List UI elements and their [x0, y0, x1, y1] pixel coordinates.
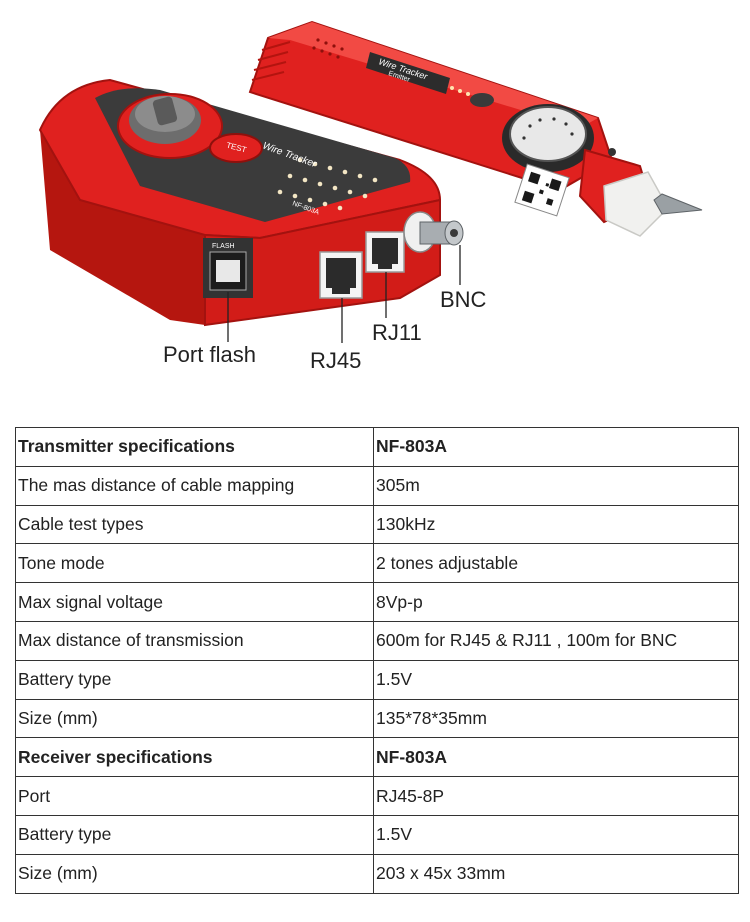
spec-label: Size (mm) — [15, 698, 374, 739]
specifications-table: Transmitter specifications NF-803A The m… — [15, 427, 739, 894]
callout-lines — [227, 245, 461, 343]
test-button: TEST — [209, 133, 263, 163]
probe-grip-ribs — [251, 41, 291, 81]
probe-brand-plate — [366, 52, 450, 94]
spec-value: 130kHz — [373, 504, 739, 545]
spec-label: Battery type — [15, 659, 374, 700]
callout-rj11: RJ11 — [372, 320, 422, 345]
spec-label: Tone mode — [15, 543, 374, 584]
spec-value: NF-803A — [373, 737, 739, 778]
table-row: Battery type 1.5V — [15, 814, 739, 855]
receiver-probe: Wire Tracker Emitter — [248, 20, 703, 237]
table-row: Max signal voltage 8Vp-p — [15, 582, 739, 622]
table-row: Tone mode 2 tones adjustable — [15, 543, 739, 584]
rj11-jack — [365, 231, 405, 273]
probe-leds — [450, 86, 470, 96]
spec-label: Cable test types — [15, 504, 374, 545]
spec-value: NF-803A — [373, 427, 739, 467]
table-row: Transmitter specifications NF-803A — [15, 427, 739, 467]
spec-value: RJ45-8P — [373, 776, 739, 816]
speaker-holes — [312, 38, 344, 59]
transmitter-unit: TEST Wire Tracker NF-803A FLASH — [38, 78, 464, 327]
rotary-selector-knob — [117, 93, 223, 159]
spec-label: Size (mm) — [15, 853, 374, 894]
spec-label: Max signal voltage — [15, 582, 374, 622]
probe-cone — [603, 171, 669, 237]
transmitter-body-side — [40, 130, 205, 325]
spec-label: The mas distance of cable mapping — [15, 465, 374, 506]
flash-port-jack — [209, 251, 247, 291]
sensitivity-dial — [502, 104, 594, 172]
callout-rj45: RJ45 — [310, 348, 361, 373]
spec-value: 2 tones adjustable — [373, 543, 739, 584]
callout-port-flash: Port flash — [163, 342, 256, 367]
table-row: Size (mm) 135*78*35mm — [15, 698, 739, 739]
table-row: Cable test types 130kHz — [15, 504, 739, 545]
spec-value: 203 x 45x 33mm — [373, 853, 739, 894]
spec-label: Receiver specifications — [15, 737, 374, 778]
spec-value: 8Vp-p — [373, 582, 739, 622]
spec-value: 1.5V — [373, 659, 739, 700]
spec-label: Max distance of transmission — [15, 620, 374, 661]
spec-value: 305m — [373, 465, 739, 506]
flash-port-label: FLASH — [212, 243, 235, 250]
probe-needle — [653, 193, 703, 215]
rj45-jack — [319, 251, 363, 299]
spec-value: 1.5V — [373, 814, 739, 855]
spec-value: 600m for RJ45 & RJ11 , 100m for BNC — [373, 620, 739, 661]
callout-bnc: BNC — [440, 287, 487, 312]
bnc-connector — [403, 211, 464, 253]
table-row: Receiver specifications NF-803A — [15, 737, 739, 778]
spec-label: Port — [15, 776, 374, 816]
led-indicator-grid — [277, 157, 378, 211]
table-row: The mas distance of cable mapping 305m — [15, 465, 739, 506]
product-photo: Wire Tracker Emitter — [38, 20, 703, 373]
spec-label: Battery type — [15, 814, 374, 855]
table-row: Max distance of transmission 600m for RJ… — [15, 620, 739, 661]
qr-code-icon — [521, 171, 562, 206]
probe-power-led — [608, 148, 616, 156]
probe-switch — [470, 93, 494, 107]
table-row: Port RJ45-8P — [15, 776, 739, 816]
table-row: Size (mm) 203 x 45x 33mm — [15, 853, 739, 894]
spec-value: 135*78*35mm — [373, 698, 739, 739]
spec-label: Transmitter specifications — [15, 427, 374, 467]
table-row: Battery type 1.5V — [15, 659, 739, 700]
